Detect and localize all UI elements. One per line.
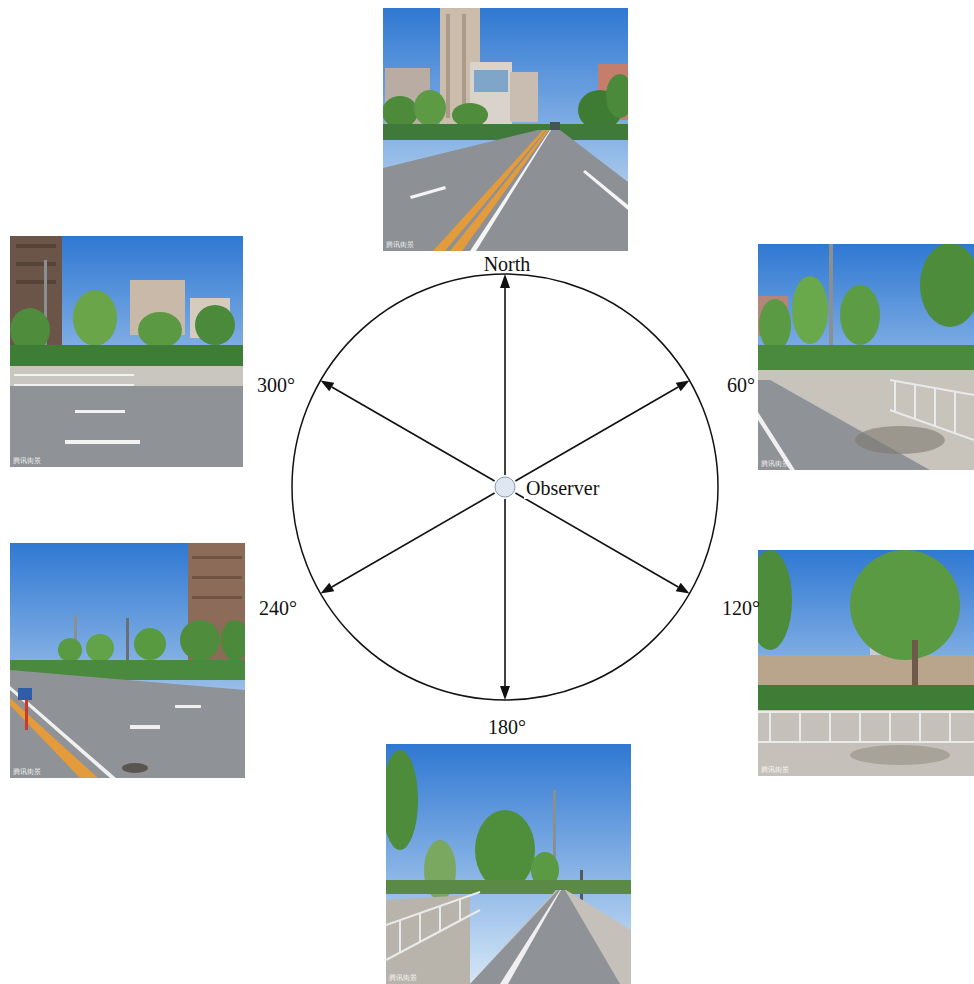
watermark: 腾讯街景 — [386, 242, 414, 249]
direction-label: 60° — [727, 374, 755, 396]
watermark: 腾讯街景 — [761, 461, 789, 468]
observer-dot — [494, 476, 516, 498]
observer-marker: Observer — [494, 476, 516, 498]
watermark: 腾讯街景 — [13, 458, 41, 465]
direction-label: 120° — [722, 597, 760, 619]
direction-label: 180° — [488, 716, 526, 738]
street-photo — [383, 8, 628, 251]
compass — [292, 274, 718, 700]
direction-label: North — [484, 253, 531, 275]
watermark: 腾讯街景 — [761, 767, 789, 774]
street-photo — [758, 550, 974, 776]
street-photo — [758, 244, 974, 470]
observer-label: Observer — [524, 477, 601, 499]
direction-label: 300° — [257, 374, 295, 396]
watermark: 腾讯街景 — [13, 769, 41, 776]
direction-label: 240° — [259, 597, 297, 619]
street-photo — [386, 744, 631, 984]
watermark: 腾讯街景 — [389, 975, 417, 982]
street-photo — [10, 236, 243, 467]
street-photo — [10, 543, 245, 778]
